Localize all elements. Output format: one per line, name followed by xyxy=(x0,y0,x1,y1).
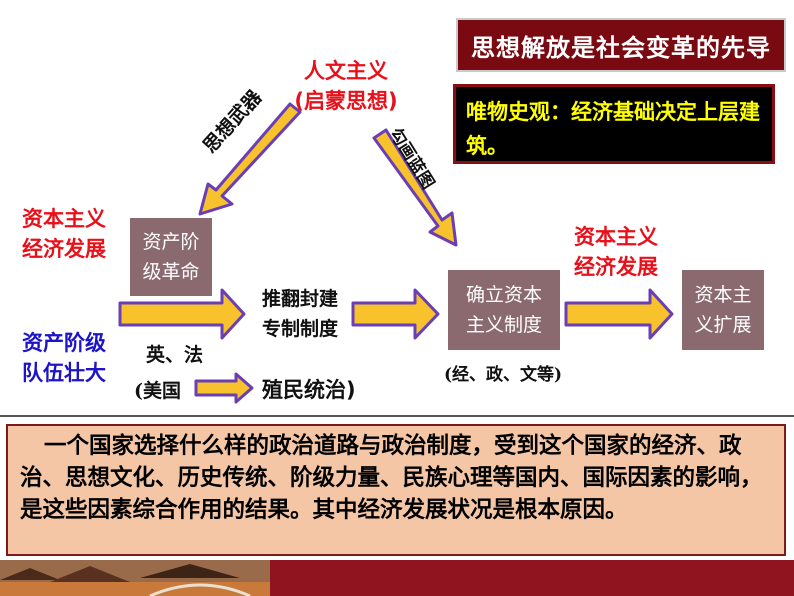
box-establish: 确立资本 主义制度 xyxy=(448,270,560,350)
right-economy-line1: 资本主义 xyxy=(574,225,658,249)
humanism-label: 人文主义 (启蒙思想) xyxy=(286,56,406,116)
box-revolution: 资产阶 级革命 xyxy=(130,218,212,296)
box-expand-line2: 义扩展 xyxy=(694,314,752,336)
box-establish-line1: 确立资本 xyxy=(465,284,542,306)
bottom-text-box: 一个国家选择什么样的政治道路与政治制度，受到这个国家的经济、政治、思想文化、历史… xyxy=(6,424,786,556)
box-revolution-line1: 资产阶 xyxy=(142,231,200,253)
humanism-line2: (启蒙思想) xyxy=(294,89,398,113)
arrow-left-main xyxy=(118,288,246,340)
palace-image xyxy=(0,560,794,596)
arrow-right-main xyxy=(564,288,674,340)
england-france-label: 英、法 xyxy=(146,344,204,366)
arrow-colonial xyxy=(194,372,254,404)
divider xyxy=(0,415,794,417)
aspects-label: (经、政、文等) xyxy=(444,365,563,385)
footer-decoration xyxy=(0,560,794,596)
diagram-arrows xyxy=(118,102,674,404)
usa-label: (美国 xyxy=(134,380,181,402)
overthrow-label: 推翻封建 专制制度 xyxy=(262,284,338,344)
left-economy-line2: 经济发展 xyxy=(22,237,106,261)
colonial-rule-label: 殖民统治) xyxy=(262,378,356,402)
title-banner: 思想解放是社会变革的先导 xyxy=(456,18,786,72)
box-revolution-line2: 级革命 xyxy=(142,261,200,283)
arrow-thought-weapon xyxy=(198,102,302,216)
box-expand-line1: 资本主 xyxy=(694,284,752,306)
left-class-line1: 资产阶级 xyxy=(22,331,106,355)
box-expand: 资本主 义扩展 xyxy=(682,270,764,350)
overthrow-line1: 推翻封建 xyxy=(262,288,339,310)
left-class-label: 资产阶级 队伍壮大 xyxy=(22,328,106,388)
left-economy-line1: 资本主义 xyxy=(22,207,106,231)
arrow-blueprint xyxy=(372,128,458,247)
overthrow-line2: 专制制度 xyxy=(262,318,339,340)
box-establish-line2: 主义制度 xyxy=(465,314,542,336)
right-economy-line2: 经济发展 xyxy=(574,255,658,279)
left-class-line2: 队伍壮大 xyxy=(22,361,106,385)
right-economy-label: 资本主义 经济发展 xyxy=(574,222,658,282)
left-economy-label: 资本主义 经济发展 xyxy=(22,204,106,264)
humanism-line1: 人文主义 xyxy=(304,59,388,83)
materialism-box: 唯物史观：经济基础决定上层建筑。 xyxy=(453,84,775,164)
arrow-middle-main xyxy=(351,288,440,340)
